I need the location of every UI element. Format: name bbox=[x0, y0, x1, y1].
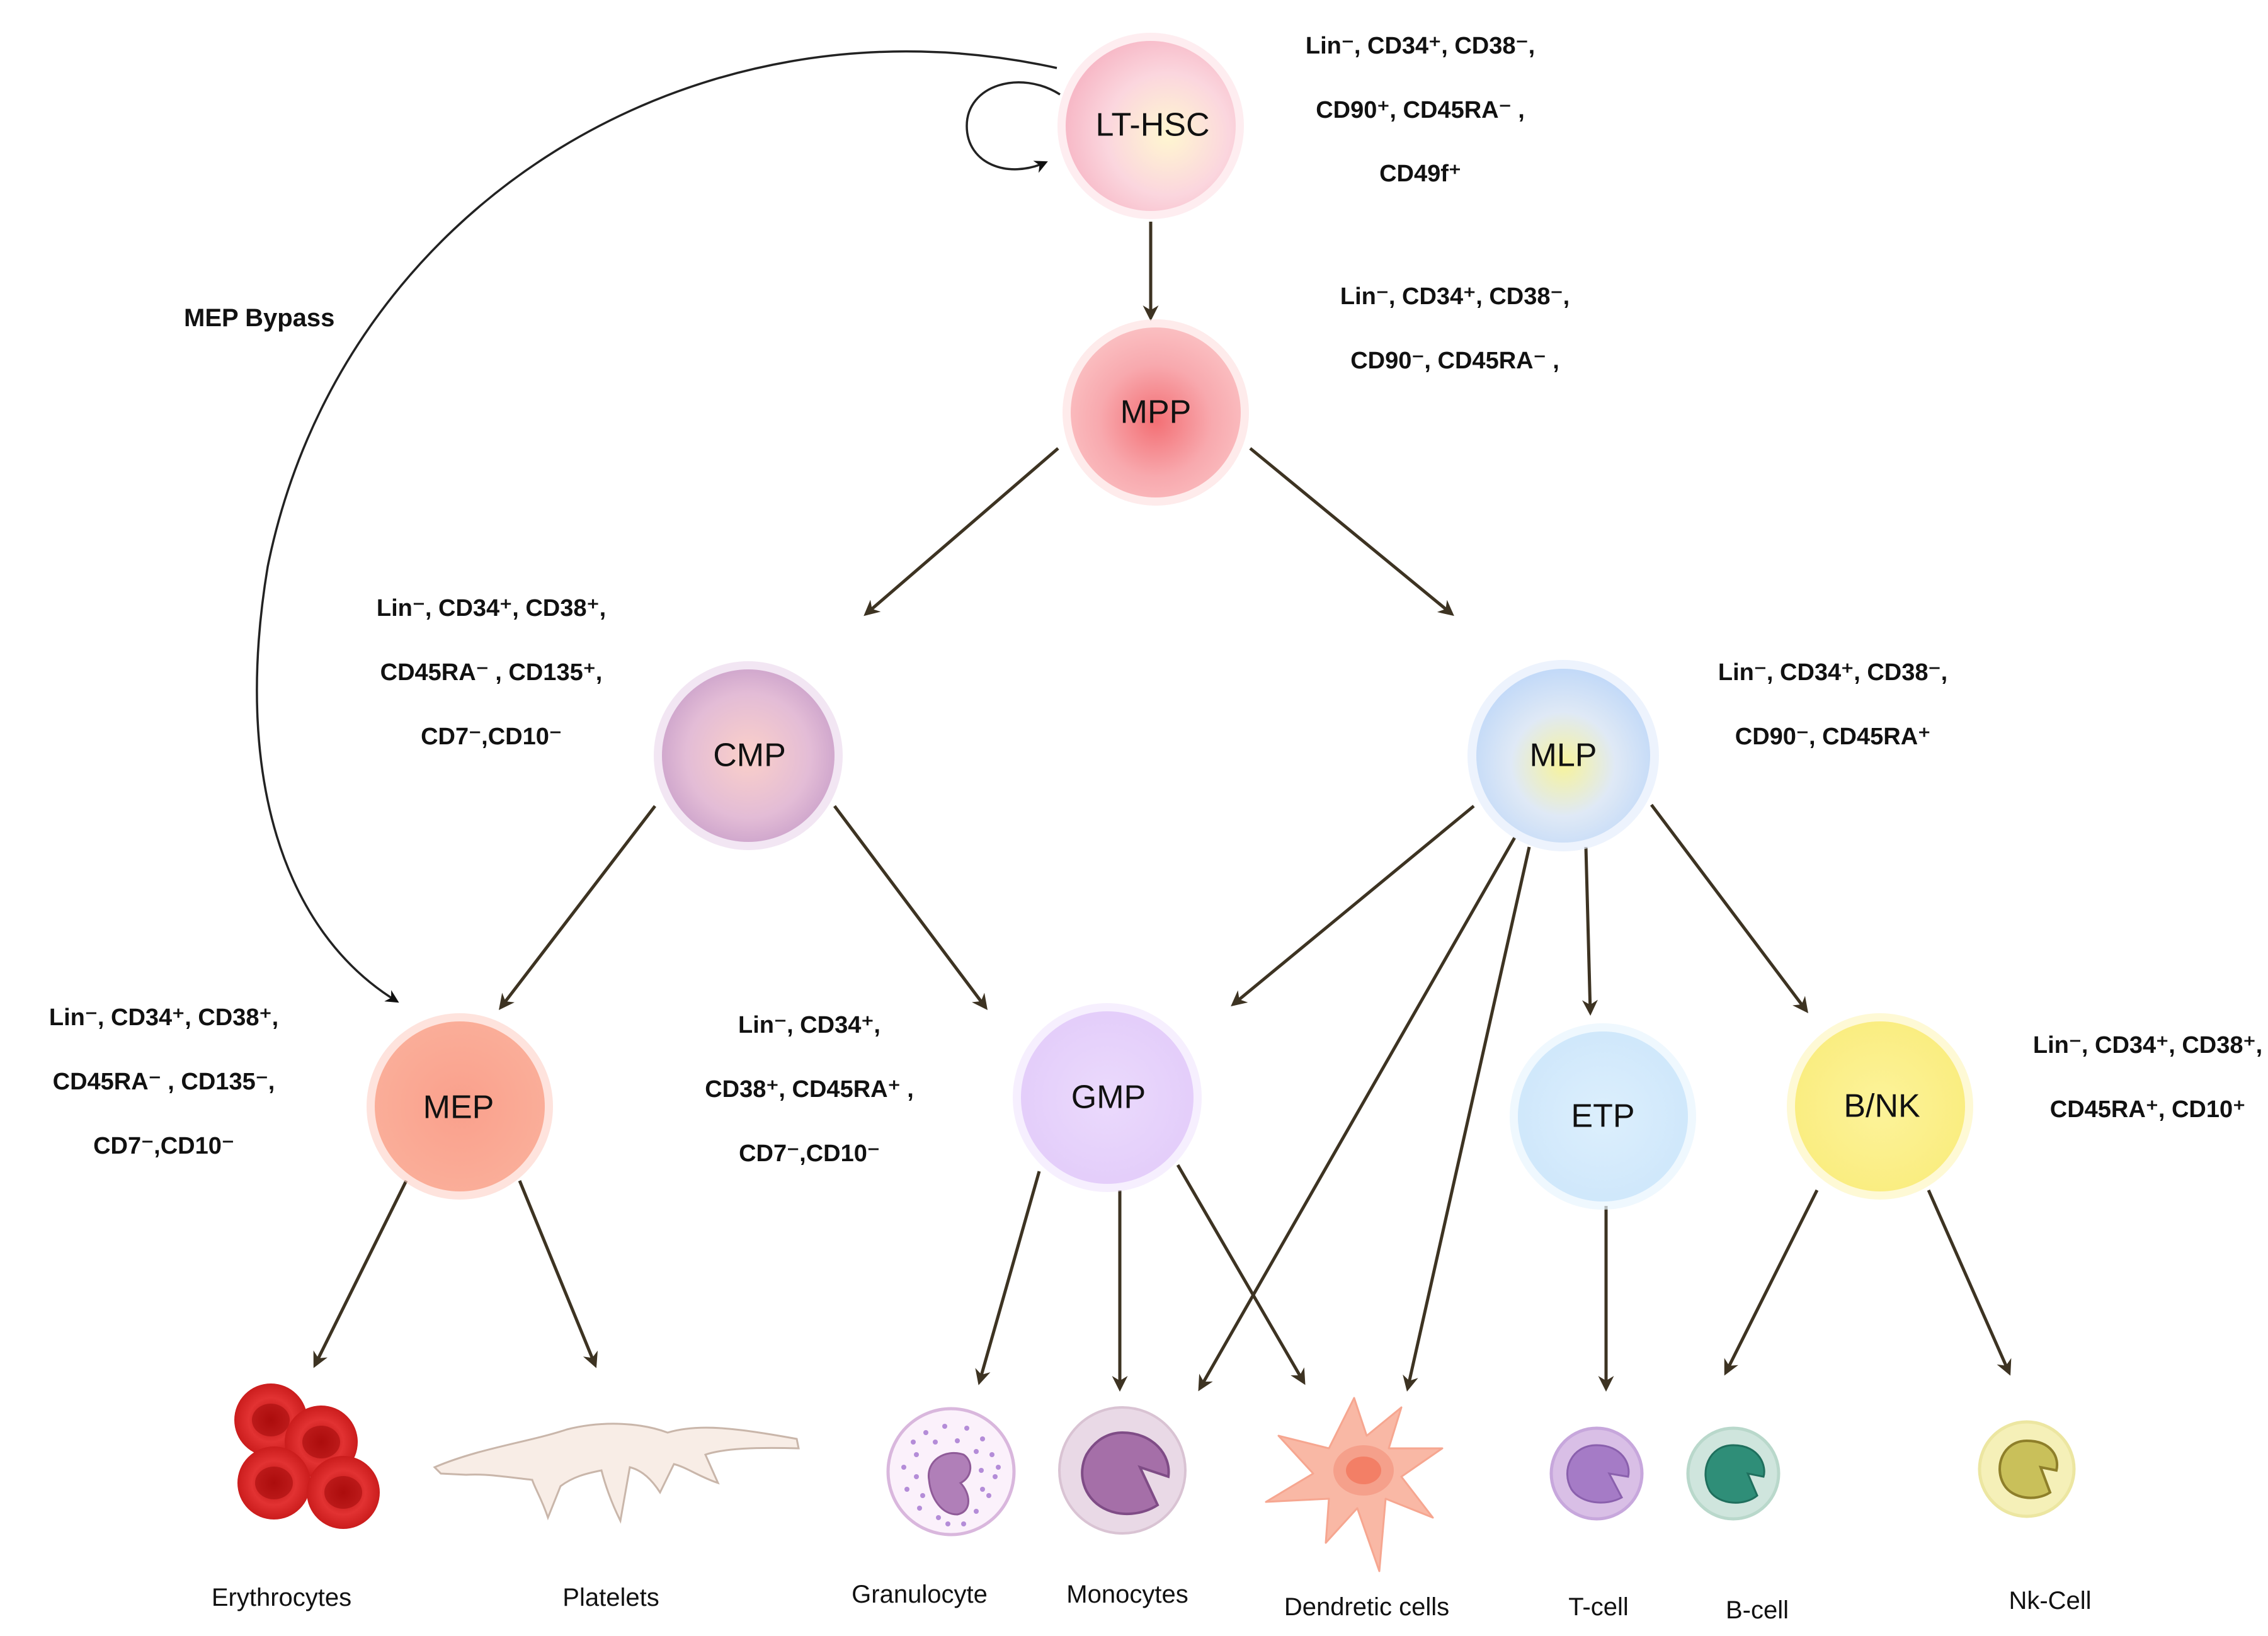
label-dendritic-cells: Dendretic cells bbox=[1284, 1593, 1449, 1621]
node-label-mpp: MPP bbox=[1120, 394, 1192, 431]
marker-cmp-line-1: Lin⁻, CD34⁺, CD38⁺, bbox=[377, 595, 606, 622]
arrow-mlp-monocytes bbox=[1198, 836, 1517, 1392]
arrow-gmp-dendritic bbox=[1176, 1164, 1306, 1385]
label-monocytes: Monocytes bbox=[1066, 1581, 1188, 1608]
markers-mep: Lin⁻, CD34⁺, CD38⁺, CD45RA⁻ , CD135⁻, CD… bbox=[49, 1004, 278, 1159]
marker-mep-line-3: CD7⁻,CD10⁻ bbox=[93, 1133, 234, 1159]
arrow-mlp-etp bbox=[1581, 846, 1598, 1016]
marker-gmp-line-3: CD7⁻,CD10⁻ bbox=[739, 1140, 880, 1167]
node-label-cmp: CMP bbox=[713, 737, 786, 774]
b-cell-icon bbox=[1686, 1426, 1781, 1521]
label-t-cell: T-cell bbox=[1568, 1593, 1629, 1621]
markers-mlp: Lin⁻, CD34⁺, CD38⁻, CD90⁻, CD45RA⁺ bbox=[1718, 659, 1947, 750]
marker-lt-hsc-line-3: CD49f⁺ bbox=[1379, 161, 1461, 187]
arrow-bnk-nkcell bbox=[1927, 1189, 2012, 1376]
marker-mpp-line-1: Lin⁻, CD34⁺, CD38⁻, bbox=[1340, 283, 1570, 310]
node-b-nk: B/NK bbox=[1787, 1013, 1973, 1200]
node-mpp: MPP bbox=[1063, 319, 1249, 506]
node-etp: ETP bbox=[1510, 1023, 1696, 1210]
mep-bypass-arrow bbox=[256, 50, 1057, 1003]
label-granulocyte: Granulocyte bbox=[852, 1581, 988, 1608]
marker-cmp-line-2: CD45RA⁻ , CD135⁺, bbox=[380, 659, 603, 686]
marker-lt-hsc-line-1: Lin⁻, CD34⁺, CD38⁻, bbox=[1306, 33, 1535, 59]
node-gmp: GMP bbox=[1013, 1003, 1202, 1192]
node-label-mep: MEP bbox=[423, 1089, 494, 1126]
markers-cmp: Lin⁻, CD34⁺, CD38⁺, CD45RA⁻ , CD135⁺, CD… bbox=[377, 595, 606, 750]
self-renewal-loop-arrow bbox=[966, 81, 1061, 173]
arrow-mlp-bnk bbox=[1650, 804, 1809, 1013]
dendritic-cell-icon bbox=[1265, 1397, 1444, 1572]
node-label-b-nk: B/NK bbox=[1843, 1088, 1920, 1125]
marker-lt-hsc-line-2: CD90⁺, CD45RA⁻ , bbox=[1316, 97, 1525, 123]
node-label-etp: ETP bbox=[1571, 1098, 1634, 1135]
arrow-mep-erythrocytes bbox=[313, 1179, 408, 1368]
node-label-lt-hsc: LT-HSC bbox=[1095, 107, 1209, 144]
label-nk-cell: Nk-Cell bbox=[2009, 1587, 2091, 1615]
node-label-gmp: GMP bbox=[1071, 1079, 1146, 1116]
arrow-cmp-gmp bbox=[833, 805, 988, 1010]
marker-mlp-line-2: CD90⁻, CD45RA⁺ bbox=[1735, 724, 1930, 750]
arrow-gmp-granulocyte bbox=[975, 1171, 1041, 1385]
marker-b-nk-line-1: Lin⁻, CD34⁺, CD38⁺, bbox=[2033, 1032, 2262, 1059]
marker-mep-line-2: CD45RA⁻ , CD135⁻, bbox=[53, 1069, 275, 1095]
marker-cmp-line-3: CD7⁻,CD10⁻ bbox=[421, 724, 562, 750]
marker-b-nk-line-2: CD45RA⁺, CD10⁺ bbox=[2050, 1096, 2245, 1123]
arrow-mlp-dendritic bbox=[1403, 846, 1531, 1392]
marker-mpp-line-2: CD90⁻, CD45RA⁻ , bbox=[1350, 348, 1559, 374]
nk-cell-icon bbox=[1978, 1420, 2076, 1518]
arrows bbox=[256, 50, 2012, 1392]
erythrocytes-icon bbox=[234, 1383, 380, 1529]
markers-gmp: Lin⁻, CD34⁺, CD38⁺, CD45RA⁺ , CD7⁻,CD10⁻ bbox=[705, 1012, 914, 1167]
mep-bypass-label: MEP Bypass bbox=[184, 304, 334, 332]
arrow-bnk-bcell bbox=[1724, 1189, 1819, 1376]
node-mep: MEP bbox=[367, 1013, 553, 1200]
label-platelets: Platelets bbox=[562, 1584, 659, 1611]
marker-mep-line-1: Lin⁻, CD34⁺, CD38⁺, bbox=[49, 1004, 278, 1031]
monocyte-icon bbox=[1058, 1406, 1187, 1535]
arrow-mlp-gmp bbox=[1231, 805, 1475, 1007]
markers-lt-hsc: Lin⁻, CD34⁺, CD38⁻, CD90⁺, CD45RA⁻ , CD4… bbox=[1306, 33, 1535, 187]
node-mlp: MLP bbox=[1467, 660, 1659, 851]
t-cell-icon bbox=[1549, 1426, 1644, 1521]
arrow-mep-platelets bbox=[518, 1180, 598, 1368]
arrow-mpp-cmp bbox=[863, 447, 1059, 616]
node-cmp: CMP bbox=[654, 661, 843, 850]
granulocyte-icon bbox=[886, 1407, 1016, 1537]
label-erythrocytes: Erythrocytes bbox=[212, 1584, 351, 1611]
arrow-mpp-mlp bbox=[1249, 447, 1454, 616]
markers-b-nk: Lin⁻, CD34⁺, CD38⁺, CD45RA⁺, CD10⁺ bbox=[2033, 1032, 2262, 1123]
label-b-cell: B-cell bbox=[1726, 1596, 1789, 1624]
marker-gmp-line-1: Lin⁻, CD34⁺, bbox=[738, 1012, 880, 1038]
node-label-mlp: MLP bbox=[1530, 737, 1597, 774]
arrow-cmp-mep bbox=[498, 805, 656, 1010]
marker-gmp-line-2: CD38⁺, CD45RA⁺ , bbox=[705, 1076, 914, 1103]
marker-mlp-line-1: Lin⁻, CD34⁺, CD38⁻, bbox=[1718, 659, 1947, 686]
platelets-icon bbox=[433, 1423, 800, 1524]
node-lt-hsc: LT-HSC bbox=[1057, 33, 1244, 219]
markers-mpp: Lin⁻, CD34⁺, CD38⁻, CD90⁻, CD45RA⁻ , bbox=[1340, 283, 1570, 374]
